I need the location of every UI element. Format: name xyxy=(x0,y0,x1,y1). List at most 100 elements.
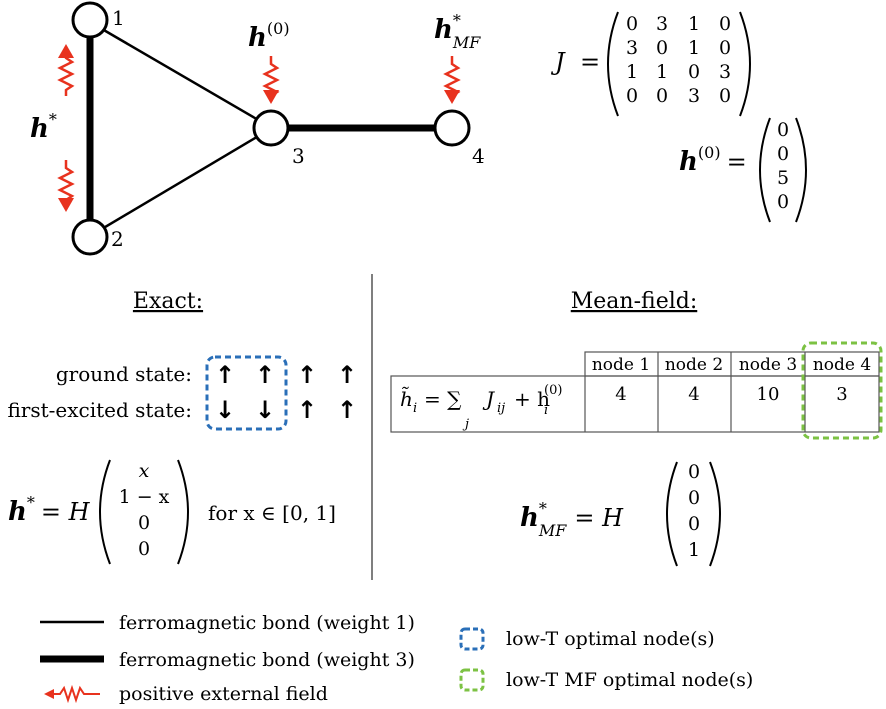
svg-text:h̃: h̃ xyxy=(400,387,413,411)
spin-excited: ↑ xyxy=(337,396,357,424)
table-header: node 4 xyxy=(813,355,871,375)
matrix-J-cell: 1 xyxy=(688,37,700,59)
field-arrow-h0 xyxy=(262,56,280,104)
hmf-paren-right xyxy=(709,461,721,567)
matrix-J-cell: 1 xyxy=(626,61,638,83)
edge-1-3 xyxy=(89,20,273,130)
node-2 xyxy=(71,218,109,256)
spin-excited: ↓ xyxy=(215,396,235,424)
matrix-J-cell: 1 xyxy=(688,13,700,35)
table-cell: 4 xyxy=(615,384,626,405)
hstar-domain: for x ∈ [0, 1] xyxy=(208,501,336,525)
table-header: node 2 xyxy=(665,355,723,375)
hmf-value: 0 xyxy=(688,461,700,483)
matrix-J-cell: 0 xyxy=(656,85,668,107)
hmf-value: 0 xyxy=(688,487,700,509)
excited-state-label: first-excited state: xyxy=(7,398,192,422)
hmf-value: 0 xyxy=(688,513,700,535)
spin-excited: ↓ xyxy=(255,396,275,424)
svg-text:(0): (0) xyxy=(544,383,562,398)
hstar-value: 0 xyxy=(138,512,150,534)
matrix-J-cell: 0 xyxy=(626,13,638,35)
matrix-J-paren-left xyxy=(607,11,619,117)
hstar-value: x xyxy=(139,460,150,482)
vector-h0-value: 0 xyxy=(777,143,789,165)
spin-grid: ↑ ↑ ↑ ↑ ↓ ↓ ↑ ↑ xyxy=(215,361,357,424)
matrix-J-cell: 0 xyxy=(719,85,731,107)
label-hmf: h*MF xyxy=(434,11,481,52)
legend-label: positive external field xyxy=(119,683,328,705)
table-header: node 1 xyxy=(592,355,650,375)
meanfield-table-headers: node 1 node 2 node 3 node 4 xyxy=(592,355,871,375)
matrix-J-cell: 0 xyxy=(688,61,700,83)
field-arrow-hstar-down xyxy=(57,160,75,212)
hstar-paren-right xyxy=(177,459,189,565)
svg-text:i: i xyxy=(544,403,548,418)
meanfield-title: Mean-field: xyxy=(571,289,698,314)
svg-text:i: i xyxy=(413,401,417,416)
spin-ground: ↑ xyxy=(215,361,235,389)
hmf-label: h*MF= H xyxy=(520,499,624,540)
matrix-J-cell: 0 xyxy=(626,85,638,107)
node-1 xyxy=(71,1,109,39)
node-3 xyxy=(252,109,290,147)
node-3-label: 3 xyxy=(292,144,305,168)
hmf-value: 1 xyxy=(688,539,700,561)
node-4 xyxy=(433,109,471,147)
vector-h0-label: h(0)= xyxy=(679,143,747,177)
meanfield-table-values: 4 4 10 3 xyxy=(615,384,847,405)
table-cell: 3 xyxy=(836,384,847,405)
matrix-J-cell: 3 xyxy=(626,37,638,59)
matrix-J-paren-right xyxy=(739,11,751,117)
svg-text:= ∑: = ∑ xyxy=(424,387,462,411)
label-hstar: h* xyxy=(30,110,57,144)
vector-h0-value: 5 xyxy=(777,167,789,189)
vector-h0-value: 0 xyxy=(777,191,789,213)
exact-title: Exact: xyxy=(133,289,203,314)
node-2-label: 2 xyxy=(111,227,124,251)
matrix-J-cell: 3 xyxy=(719,61,731,83)
table-cell: 4 xyxy=(688,384,699,405)
field-arrow-hstar-up xyxy=(57,44,75,96)
matrix-J-cell: 0 xyxy=(719,37,731,59)
matrix-J-cell: 1 xyxy=(656,61,668,83)
vector-h0-paren-left xyxy=(759,117,771,223)
vector-h0-values: 0 0 5 0 xyxy=(777,119,789,213)
node-1-label: 1 xyxy=(112,6,125,30)
legend-swatch-green-box xyxy=(459,668,485,692)
label-h0: h(0) xyxy=(248,19,290,53)
matrix-J-cell: 3 xyxy=(656,13,668,35)
hstar-value: 1 − x xyxy=(119,486,170,508)
hstar-value: 0 xyxy=(138,538,150,560)
vector-h0-paren-right xyxy=(795,117,807,223)
ground-state-label: ground state: xyxy=(56,362,192,386)
legend-label: low-T optimal node(s) xyxy=(506,628,715,650)
matrix-J-cell: 0 xyxy=(719,13,731,35)
svg-text:+ h: + h xyxy=(514,387,550,411)
matrix-J-cell: 0 xyxy=(656,37,668,59)
meanfield-table xyxy=(390,351,880,433)
hstar-label: h*= H xyxy=(8,493,91,527)
spin-excited: ↑ xyxy=(297,396,317,424)
vector-h0-value: 0 xyxy=(777,119,789,141)
node-4-label: 4 xyxy=(472,144,485,168)
hstar-values: x 1 − x 0 0 xyxy=(119,460,170,560)
matrix-J-symbol: J xyxy=(550,48,566,76)
edge-2-3 xyxy=(89,126,273,238)
legend-label: ferromagnetic bond (weight 1) xyxy=(119,612,415,634)
hmf-values: 0 0 0 1 xyxy=(688,461,700,561)
table-cell: 10 xyxy=(757,384,780,405)
svg-text:J: J xyxy=(482,387,495,411)
legend-swatch-blue-box xyxy=(459,627,485,651)
hmf-paren-left xyxy=(666,461,678,567)
svg-text:ij: ij xyxy=(497,401,505,416)
spin-ground: ↑ xyxy=(297,361,317,389)
table-header: node 3 xyxy=(739,355,797,375)
low-T-MF-optimal-box xyxy=(801,341,883,440)
low-T-optimal-box xyxy=(205,355,288,431)
svg-text:j: j xyxy=(462,417,469,432)
table-row-formula: h̃ i = ∑ j J ij + h i (0) xyxy=(400,383,562,432)
legend: ferromagnetic bond (weight 1) ferromagne… xyxy=(40,612,753,705)
spin-ground: ↑ xyxy=(337,361,357,389)
legend-label: ferromagnetic bond (weight 3) xyxy=(119,649,415,671)
